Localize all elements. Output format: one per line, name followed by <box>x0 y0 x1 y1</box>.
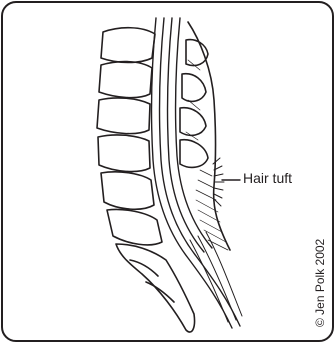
copyright-credit: © Jen Polk 2002 <box>313 239 327 327</box>
hair-tuft-label: Hair tuft <box>243 170 292 186</box>
